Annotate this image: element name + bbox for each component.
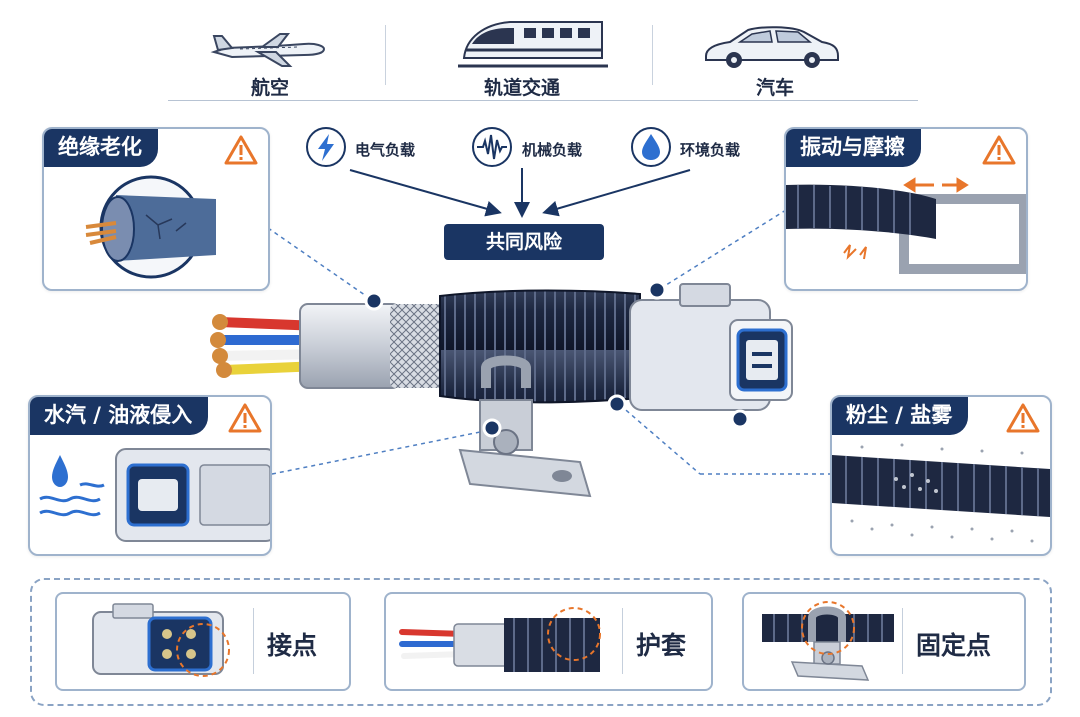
warning-icon: [982, 135, 1016, 165]
callout-title: 绝缘老化: [44, 129, 158, 167]
summary-card-contact: 接点: [55, 592, 351, 691]
train-icon: [458, 21, 608, 68]
dust-illustration: [832, 443, 1050, 543]
lightning-icon: [306, 127, 346, 167]
industry-label-rail: 轨道交通: [483, 77, 560, 99]
callout-dust-salt: 粉尘 / 盐雾: [830, 395, 1052, 556]
divider: [385, 25, 386, 85]
common-risk-box: 共同风险: [444, 224, 604, 260]
car-icon: [705, 26, 839, 68]
callout-title: 水汽 / 油液侵入: [30, 397, 209, 435]
summary-label-fixing: 固定点: [916, 631, 992, 660]
vibration-illustration: [786, 177, 1026, 274]
warning-icon: [228, 403, 262, 433]
load-arrows: [349, 168, 691, 218]
fixing-point-illustration: [762, 601, 894, 681]
industry-label-automotive: 汽车: [755, 77, 794, 99]
load-label-mechanical: 机械负载: [522, 141, 583, 159]
callout-moisture-oil: 水汽 / 油液侵入: [28, 395, 272, 556]
summary-label-sheath: 护套: [636, 631, 687, 660]
divider: [622, 608, 623, 674]
aged-cable-illustration: [85, 175, 216, 279]
summary-card-fixing: 固定点: [742, 592, 1026, 691]
warning-icon: [1006, 403, 1040, 433]
load-label-environmental: 环境负载: [680, 141, 741, 159]
summary-card-sheath: 护套: [384, 592, 713, 691]
load-label-electrical: 电气负载: [355, 141, 416, 159]
water-drop-icon: [631, 127, 671, 167]
callout-insulation-aging: 绝缘老化: [42, 127, 270, 291]
divider: [652, 25, 653, 85]
waveform-icon: [472, 127, 512, 167]
callout-title: 振动与摩擦: [786, 129, 921, 167]
connector-contact-illustration: [92, 603, 230, 677]
warning-icon: [224, 135, 258, 165]
callout-title: 粉尘 / 盐雾: [832, 397, 969, 435]
divider: [902, 608, 903, 674]
divider: [168, 100, 918, 101]
industry-label-aviation: 航空: [250, 77, 289, 99]
divider: [253, 608, 254, 674]
cable-assembly-illustration: [210, 283, 793, 498]
airplane-icon: [210, 33, 326, 67]
summary-frame: [30, 578, 1052, 706]
sheath-illustration: [399, 607, 601, 672]
moisture-illustration: [39, 448, 270, 542]
callout-vibration-friction: 振动与摩擦: [784, 127, 1028, 291]
summary-label-contact: 接点: [267, 631, 318, 660]
